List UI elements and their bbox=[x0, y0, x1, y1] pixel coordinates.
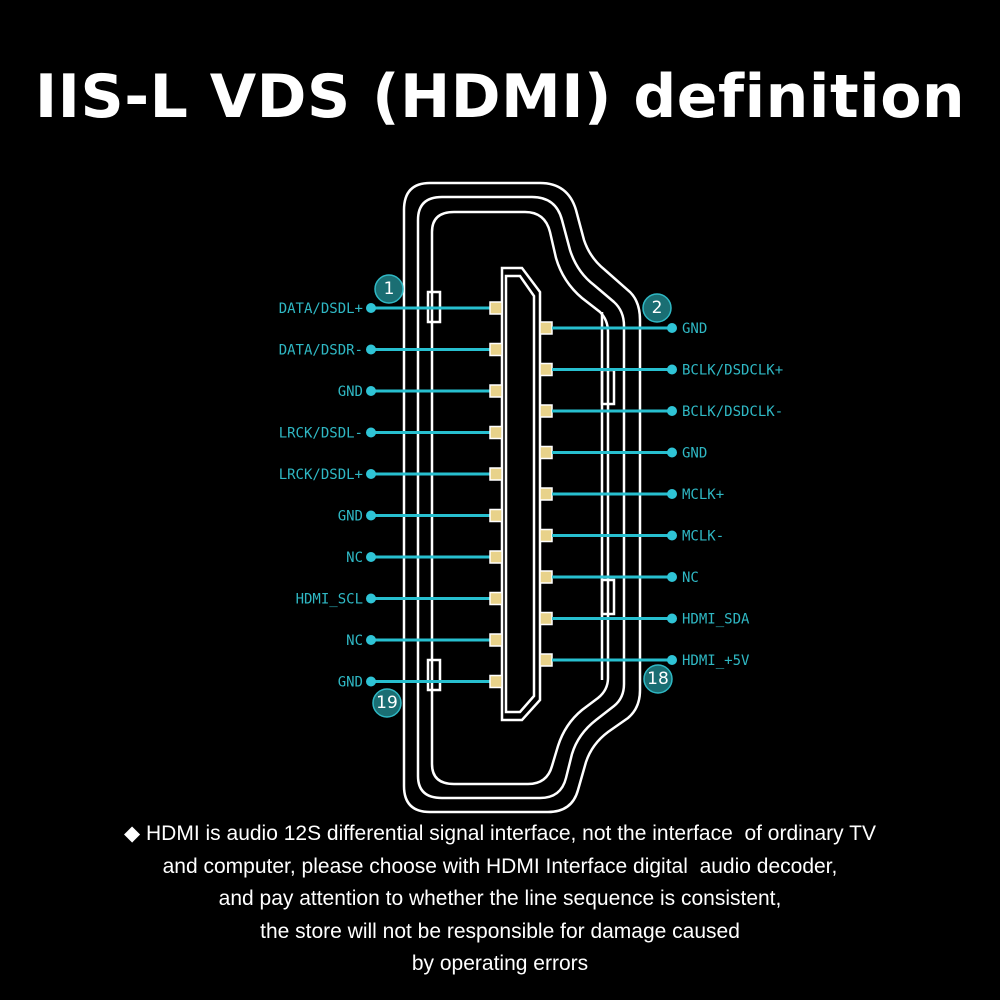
pin-badge-2-label: 2 bbox=[652, 298, 663, 318]
pin-left-19: GND bbox=[338, 674, 503, 691]
pin-right-8: GND bbox=[539, 445, 707, 462]
pin-label: DATA/DSDR- bbox=[279, 343, 363, 359]
left-pin-group: DATA/DSDL+ DATA/DSDR- GND LRCK/DSDL- LRCK/DS… bbox=[279, 301, 503, 691]
pin-dot bbox=[366, 593, 376, 604]
pin-dot bbox=[667, 489, 677, 499]
pin-left-17: NC bbox=[346, 633, 503, 649]
pin-badge-18-label: 18 bbox=[647, 669, 669, 689]
pin-dot bbox=[366, 386, 376, 396]
pin-label: NC bbox=[346, 550, 363, 566]
pin-right-12: MCLK- bbox=[539, 528, 724, 545]
pin-dot bbox=[366, 344, 376, 355]
pin-pad bbox=[489, 301, 503, 315]
pin-pad bbox=[539, 321, 553, 335]
pin-pad bbox=[489, 508, 503, 523]
pin-pad bbox=[489, 591, 503, 606]
pin-label: GND bbox=[682, 321, 707, 337]
pin-label: HDMI_SCL bbox=[296, 592, 363, 608]
pin-left-15: HDMI_SCL bbox=[296, 591, 503, 608]
pin-label: BCLK/DSDCLK+ bbox=[682, 363, 783, 379]
pin-pad bbox=[539, 404, 553, 418]
pin-dot bbox=[366, 635, 376, 645]
pin-label: GND bbox=[338, 675, 363, 691]
pin-label: NC bbox=[346, 633, 363, 649]
pin-dot bbox=[366, 676, 376, 687]
pin-pad bbox=[489, 674, 503, 689]
pin-pad bbox=[489, 550, 503, 564]
pin-left-3: DATA/DSDR- bbox=[279, 342, 503, 359]
pin-pad bbox=[539, 611, 553, 626]
pin-badge-19-label: 19 bbox=[376, 693, 398, 713]
pin-right-4: BCLK/DSDCLK+ bbox=[539, 362, 783, 379]
pin-label: LRCK/DSDL- bbox=[279, 426, 363, 442]
pin-left-1: DATA/DSDL+ bbox=[279, 301, 503, 317]
usage-note: ◆ HDMI is audio 12S differential signal … bbox=[40, 818, 960, 981]
pin-pad bbox=[489, 425, 503, 440]
pin-dot bbox=[667, 364, 677, 375]
usage-note-line: by operating errors bbox=[411, 952, 589, 975]
pin-pad bbox=[539, 445, 553, 460]
pin-dot bbox=[366, 510, 376, 521]
pin-pad bbox=[539, 362, 553, 377]
page-title: IIS-L VDS (HDMI) definition bbox=[34, 62, 966, 132]
pin-dot bbox=[667, 530, 677, 541]
pin-label: MCLK- bbox=[682, 529, 724, 545]
pin-dot bbox=[366, 552, 376, 562]
pin-right-2: GND bbox=[539, 321, 707, 337]
usage-note-line: ◆ HDMI is audio 12S differential signal … bbox=[124, 822, 876, 845]
pin-dot bbox=[667, 655, 677, 665]
pin-right-16: HDMI_SDA bbox=[539, 611, 750, 628]
pin-badge-19: 19 bbox=[372, 688, 402, 718]
pin-pad bbox=[489, 633, 503, 647]
pin-dot bbox=[667, 323, 677, 333]
pin-dot bbox=[667, 613, 677, 624]
pin-left-13: NC bbox=[346, 550, 503, 566]
pin-label: NC bbox=[682, 570, 699, 586]
right-pin-group: GND BCLK/DSDCLK+ BCLK/DSDCLK- GND MCLK+ MCLK-… bbox=[539, 321, 783, 669]
pin-badge-2: 2 bbox=[642, 293, 672, 323]
pin-label: GND bbox=[338, 509, 363, 525]
pin-right-10: MCLK+ bbox=[539, 487, 724, 503]
pin-pad bbox=[539, 570, 553, 584]
pin-badge-18: 18 bbox=[643, 664, 673, 694]
pin-right-14: NC bbox=[539, 570, 699, 586]
pin-right-6: BCLK/DSDCLK- bbox=[539, 404, 783, 420]
pin-left-5: GND bbox=[338, 384, 503, 400]
pin-dot bbox=[667, 406, 677, 416]
pin-pad bbox=[489, 384, 503, 398]
pin-right-18: HDMI_+5V bbox=[539, 653, 750, 669]
pin-dot bbox=[366, 303, 376, 313]
pin-label: LRCK/DSDL+ bbox=[279, 467, 363, 483]
pin-label: GND bbox=[338, 384, 363, 400]
pin-badge-1: 1 bbox=[374, 274, 404, 304]
pin-dot bbox=[667, 447, 677, 458]
pin-label: DATA/DSDL+ bbox=[279, 301, 363, 317]
usage-note-line: the store will not be responsible for da… bbox=[260, 919, 740, 943]
pin-pad bbox=[539, 528, 553, 543]
pin-label: HDMI_+5V bbox=[682, 653, 750, 669]
pin-label: GND bbox=[682, 446, 707, 462]
pin-label: HDMI_SDA bbox=[682, 612, 750, 628]
pin-dot bbox=[366, 427, 376, 438]
pin-pad bbox=[489, 467, 503, 481]
pin-dot bbox=[667, 572, 677, 582]
pin-pad bbox=[489, 342, 503, 357]
pin-label: BCLK/DSDCLK- bbox=[682, 404, 783, 420]
usage-note-line: and pay attention to whether the line se… bbox=[218, 887, 782, 910]
pin-left-11: GND bbox=[338, 508, 503, 525]
pin-badge-1-label: 1 bbox=[384, 279, 395, 299]
pin-left-9: LRCK/DSDL+ bbox=[279, 467, 503, 483]
usage-note-line: and computer, please choose with HDMI In… bbox=[162, 854, 838, 878]
pin-dot bbox=[366, 469, 376, 479]
pin-pad bbox=[539, 487, 553, 501]
pin-left-7: LRCK/DSDL- bbox=[279, 425, 503, 442]
pin-pad bbox=[539, 653, 553, 667]
pin-label: MCLK+ bbox=[682, 487, 724, 503]
connector-outline bbox=[402, 181, 642, 814]
